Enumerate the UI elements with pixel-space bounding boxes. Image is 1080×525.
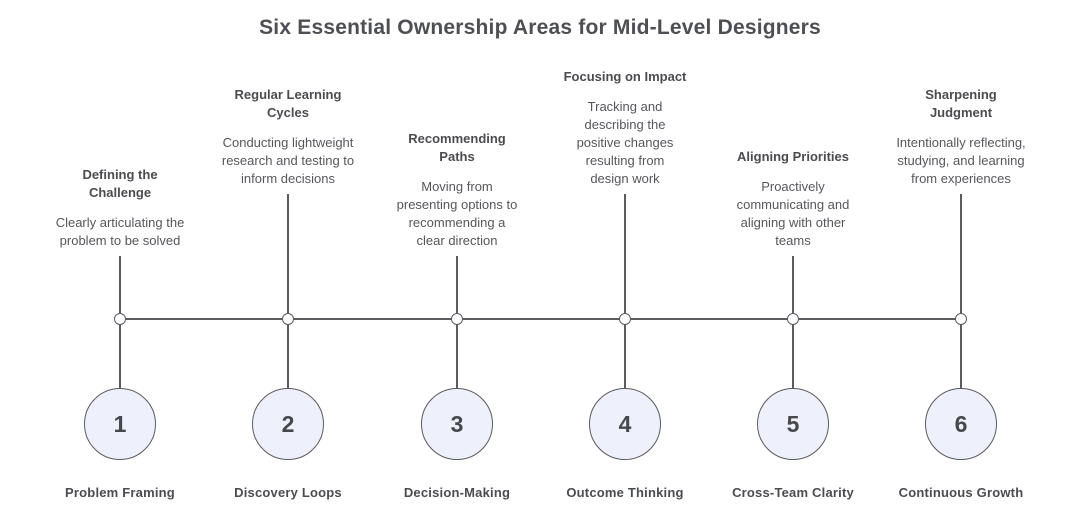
step-circle: 3	[421, 388, 493, 460]
step-textblock: Recommending Paths Moving from presentin…	[367, 130, 547, 250]
step-circle: 4	[589, 388, 661, 460]
step-column-decision-making: Recommending Paths Moving from presentin…	[367, 0, 547, 525]
step-description: Clearly articulating the problem to be s…	[55, 215, 185, 248]
step-number: 2	[281, 410, 295, 437]
step-textblock: Sharpening Judgment Intentionally reflec…	[871, 86, 1051, 188]
step-circle: 1	[84, 388, 156, 460]
step-column-discovery-loops: Regular Learning Cycles Conducting light…	[198, 0, 378, 525]
step-description: Conducting lightweight research and test…	[221, 135, 355, 186]
step-label: Discovery Loops	[234, 485, 342, 500]
step-heading: Sharpening Judgment	[925, 87, 997, 120]
timeline-node-dot	[282, 313, 294, 325]
step-label: Cross-Team Clarity	[732, 485, 854, 500]
timeline-node-dot	[955, 313, 967, 325]
step-description: Tracking and describing the positive cha…	[576, 99, 674, 186]
step-number: 3	[450, 410, 464, 437]
step-column-problem-framing: Defining the Challenge Clearly articulat…	[30, 0, 210, 525]
connector-line	[960, 194, 962, 388]
timeline-axis	[120, 318, 962, 320]
connector-line	[624, 194, 626, 388]
step-number: 5	[786, 410, 800, 437]
step-number: 1	[113, 410, 127, 437]
step-column-continuous-growth: Sharpening Judgment Intentionally reflec…	[871, 0, 1051, 525]
step-textblock: Regular Learning Cycles Conducting light…	[198, 86, 378, 188]
step-description: Proactively communicating and aligning w…	[736, 179, 850, 248]
diagram-title: Six Essential Ownership Areas for Mid-Le…	[259, 16, 821, 39]
step-description: Intentionally reflecting, studying, and …	[896, 135, 1026, 186]
timeline-node-dot	[451, 313, 463, 325]
step-textblock: Focusing on Impact Tracking and describi…	[535, 68, 715, 189]
step-label: Outcome Thinking	[566, 485, 684, 500]
step-description: Moving from presenting options to recomm…	[396, 179, 518, 248]
step-heading: Defining the Challenge	[82, 167, 158, 200]
step-heading: Focusing on Impact	[563, 68, 687, 84]
step-textblock: Defining the Challenge Clearly articulat…	[30, 166, 210, 250]
step-heading: Aligning Priorities	[737, 148, 849, 164]
step-heading: Regular Learning Cycles	[234, 87, 342, 120]
step-textblock: Aligning Priorities Proactively communic…	[703, 148, 883, 251]
step-column-outcome-thinking: Focusing on Impact Tracking and describi…	[535, 0, 715, 525]
step-label: Continuous Growth	[898, 485, 1024, 500]
timeline-node-dot	[619, 313, 631, 325]
timeline-node-dot	[787, 313, 799, 325]
step-label: Problem Framing	[65, 485, 175, 500]
step-circle: 2	[252, 388, 324, 460]
timeline-node-dot	[114, 313, 126, 325]
step-number: 6	[954, 410, 968, 437]
step-heading: Recommending Paths	[408, 131, 506, 164]
step-number: 4	[618, 410, 632, 437]
step-circle: 5	[757, 388, 829, 460]
connector-line	[287, 194, 289, 388]
step-circle: 6	[925, 388, 997, 460]
step-label: Decision-Making	[403, 485, 511, 500]
step-column-cross-team-clarity: Aligning Priorities Proactively communic…	[703, 0, 883, 525]
